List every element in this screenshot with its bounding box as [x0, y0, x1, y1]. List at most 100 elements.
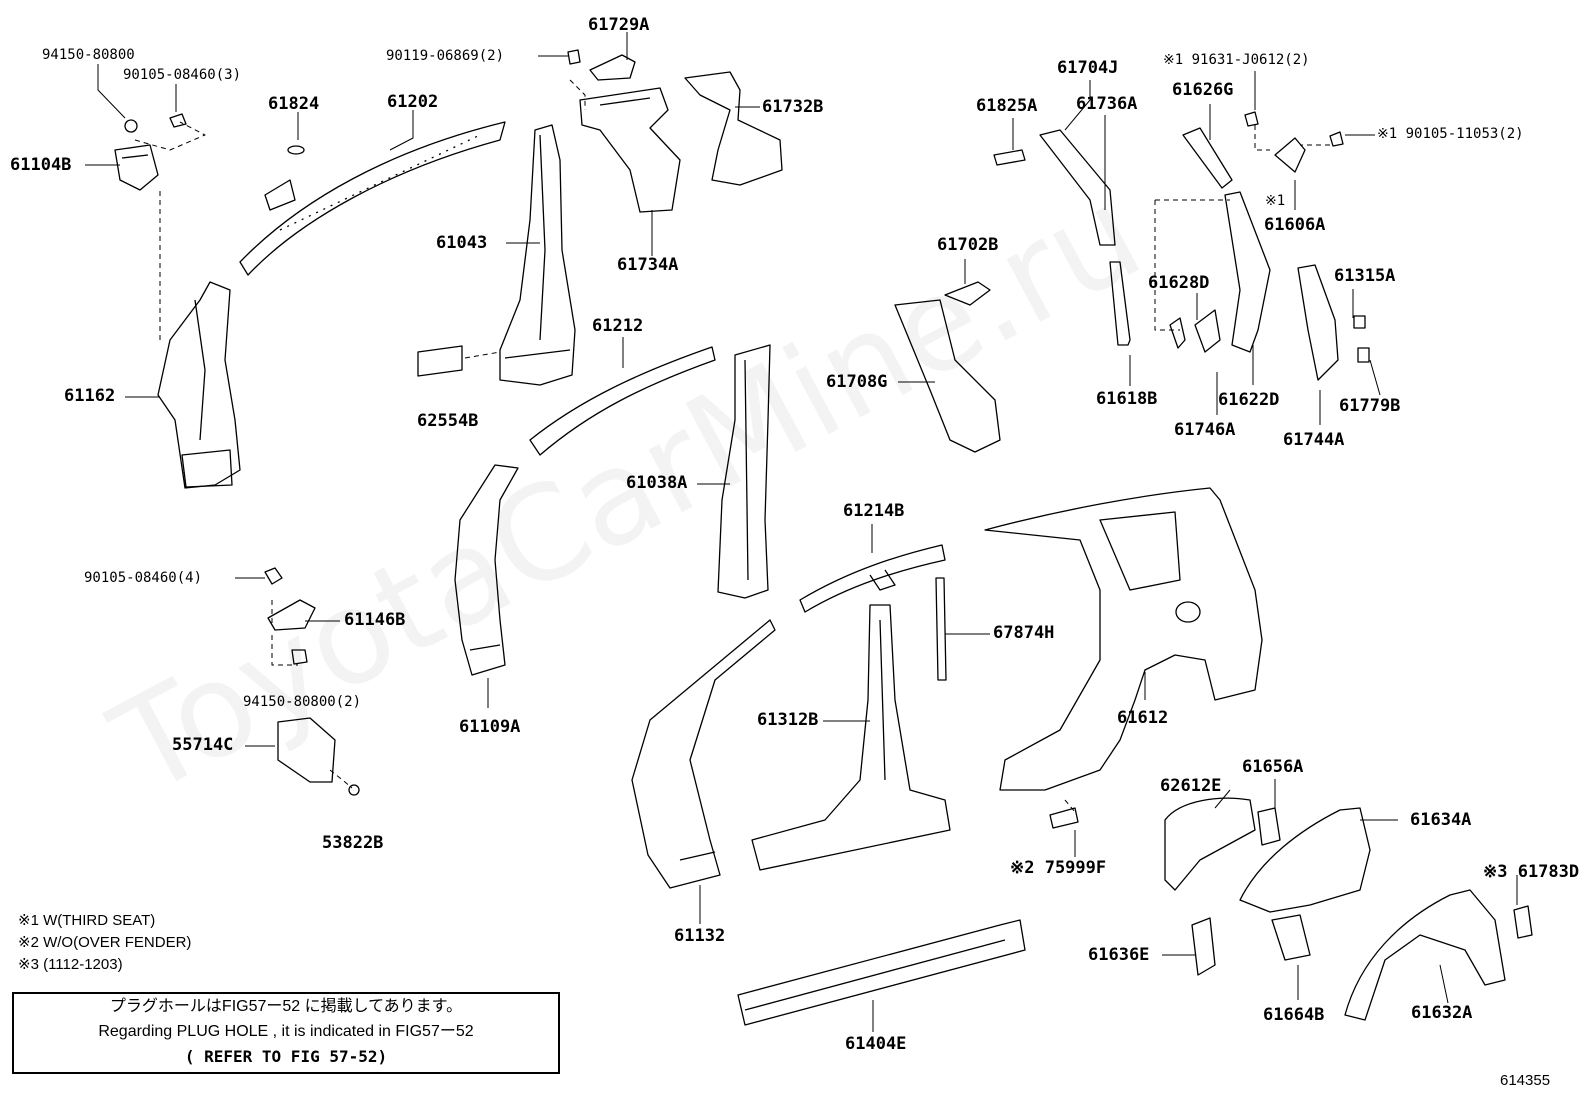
part-61146B-bracket [267, 599, 316, 631]
part-90105-bolt-a [264, 567, 283, 585]
part-61746A-bracket [1194, 309, 1221, 353]
footnote: ※2 W/O(OVER FENDER) [18, 934, 192, 951]
part-label[interactable]: 61618B [1096, 389, 1158, 409]
part-61606A-bracket [1274, 137, 1306, 173]
part-61704J-rail [1039, 129, 1116, 246]
part-label[interactable]: 61146B [344, 610, 406, 630]
part-label[interactable]: 61636E [1088, 945, 1150, 965]
part-label[interactable]: 53822B [322, 833, 384, 853]
part-label[interactable]: ※1 91631-J0612(2) [1163, 52, 1310, 68]
part-61779B-clip [1357, 347, 1370, 363]
part-61734A-panel [579, 87, 681, 213]
part-label[interactable]: 61704J [1057, 58, 1119, 78]
part-label[interactable]: 90105-08460(4) [84, 570, 203, 586]
part-label[interactable]: 61132 [674, 926, 726, 946]
part-61702B-bracket [944, 281, 991, 306]
part-label[interactable]: 61708G [826, 372, 888, 392]
part-61783D-pad [1513, 905, 1533, 939]
footnote: ※3 (1112-1203) [18, 956, 123, 973]
part-label[interactable]: 61746A [1174, 420, 1236, 440]
part-61162-pillar [157, 281, 241, 489]
part-label[interactable]: 61634A [1410, 810, 1472, 830]
part-label[interactable]: 94150-80800 [42, 47, 135, 63]
part-label[interactable]: ※2 75999F [1010, 858, 1107, 878]
part-61315A-clip [1353, 315, 1366, 329]
part-61312B-panel [751, 604, 951, 871]
part-label[interactable]: 90105-08460(3) [123, 67, 242, 83]
part-label[interactable]: 61729A [588, 15, 650, 35]
part-label[interactable]: 61104B [10, 155, 72, 175]
part-61634A-housing [1239, 807, 1371, 913]
part-label[interactable]: 61315A [1334, 266, 1396, 286]
plug-hole-note: プラグホールはFIG57ー52 に掲載してあります。 Regarding PLU… [12, 992, 560, 1074]
part-label[interactable]: 61626G [1172, 80, 1234, 100]
part-61622D-pillar [1224, 191, 1271, 353]
fasteners [124, 49, 1344, 147]
part-label[interactable]: 61825A [976, 96, 1038, 116]
part-label[interactable]: 61212 [592, 316, 644, 336]
part-61212-rail [529, 346, 716, 456]
part-61618B-brace [1109, 261, 1131, 346]
part-label[interactable]: 61312B [757, 710, 819, 730]
part-label[interactable]: 61202 [387, 92, 439, 112]
part-61628D-bracket [1169, 317, 1186, 349]
part-61729A-bracket [589, 54, 636, 81]
part-label[interactable]: 61779B [1339, 396, 1401, 416]
part-label[interactable]: 61162 [64, 386, 116, 406]
part-label[interactable]: 61612 [1117, 708, 1169, 728]
part-61202-roof-rail [239, 121, 506, 276]
part-55714C-bracket [277, 717, 336, 783]
part-label[interactable]: 61736A [1076, 94, 1138, 114]
part-label[interactable]: 61214B [843, 501, 905, 521]
part-61656A-bracket [1257, 807, 1281, 846]
part-label[interactable]: 61622D [1218, 390, 1280, 410]
part-61626G-rail [1182, 127, 1233, 189]
part-62554B-block [417, 345, 463, 377]
part-61744A-panel [1297, 264, 1339, 381]
note-reference[interactable]: ( REFER TO FIG 57-52) [184, 1047, 388, 1066]
part-61824-plug [287, 145, 305, 155]
part-label[interactable]: 61628D [1148, 273, 1210, 293]
part-label[interactable]: 62612E [1160, 776, 1222, 796]
part-61708G-pillar [894, 299, 1001, 453]
part-label[interactable]: 61732B [762, 97, 824, 117]
part-61043-pillar [499, 124, 576, 386]
part-67874H-strip [935, 577, 947, 681]
part-61732B-panel [684, 71, 783, 186]
part-label[interactable]: 61702B [937, 235, 999, 255]
part-label[interactable]: 61043 [436, 233, 488, 253]
part-label[interactable]: 61632A [1411, 1003, 1473, 1023]
part-label[interactable]: ※3 61783D [1483, 862, 1580, 882]
part-61214B-header [799, 544, 946, 613]
part-label[interactable]: 55714C [172, 735, 234, 755]
part-label[interactable]: 61404E [845, 1034, 907, 1054]
part-61612-quarter-panel [984, 487, 1263, 791]
figure-number: 614355 [1500, 1072, 1551, 1089]
part-61632A-housing [1344, 889, 1506, 1021]
part-label[interactable]: 61606A [1264, 215, 1326, 235]
part-label[interactable]: 61734A [617, 255, 679, 275]
note-line-english: Regarding PLUG HOLE , it is indicated in… [98, 1023, 474, 1040]
footnote: ※1 W(THIRD SEAT) [18, 912, 156, 929]
part-label[interactable]: 90119-06869(2) [386, 48, 505, 64]
part-62612E-liner [1164, 797, 1256, 891]
note-line-japanese: プラグホールはFIG57ー52 に掲載してあります。 [109, 998, 463, 1015]
part-label[interactable]: 67874H [993, 623, 1055, 643]
leader-lines [85, 32, 1518, 1032]
part-53822B-clip [348, 784, 360, 796]
part-label[interactable]: 62554B [417, 411, 479, 431]
footnotes: ※1 W(THIRD SEAT) ※2 W/O(OVER FENDER) ※3 … [18, 910, 191, 976]
part-label[interactable]: 61744A [1283, 430, 1345, 450]
part-label[interactable]: 61824 [268, 94, 320, 114]
part-61104B-bracket [114, 144, 159, 191]
part-61825A-pad [993, 149, 1026, 166]
part-label[interactable]: ※1 90105-11053(2) [1377, 126, 1524, 142]
part-label[interactable]: 61664B [1263, 1005, 1325, 1025]
part-label[interactable]: 61038A [626, 473, 688, 493]
part-label[interactable]: 61109A [459, 717, 521, 737]
part-label[interactable]: 94150-80800(2) [243, 694, 362, 710]
part-label[interactable]: ※1 [1265, 193, 1286, 209]
part-label[interactable]: 61656A [1242, 757, 1304, 777]
part-94150-nut [291, 649, 308, 665]
